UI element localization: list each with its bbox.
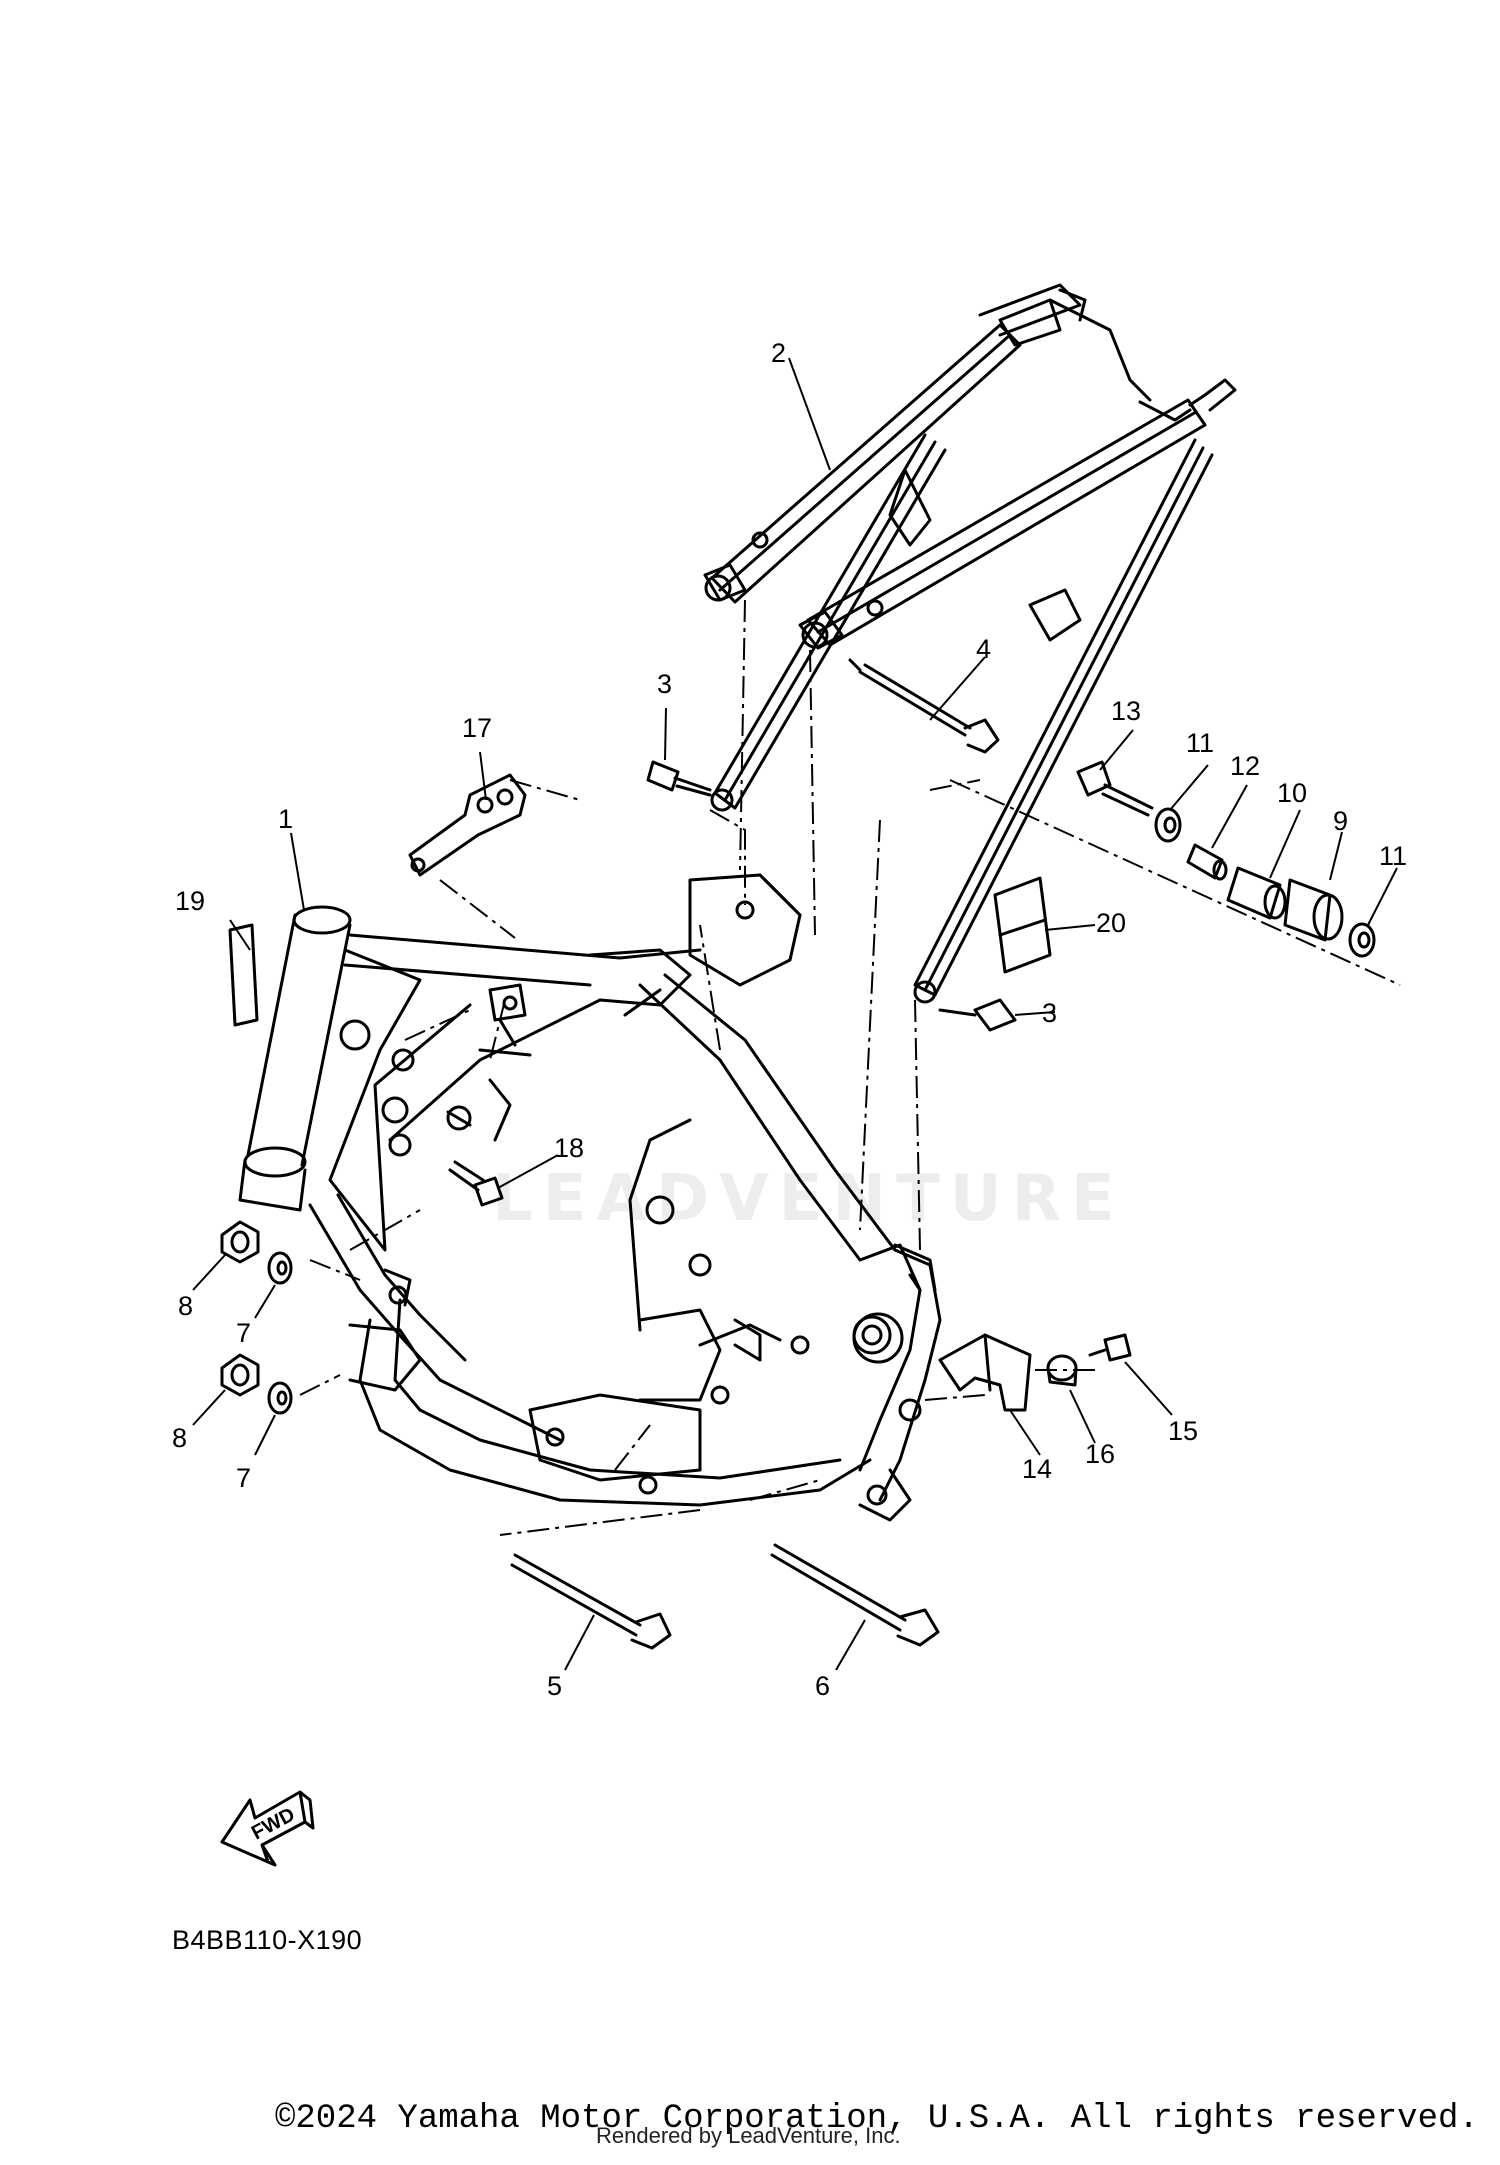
part-12-collar bbox=[1186, 843, 1228, 881]
fwd-arrow-icon: FWD bbox=[220, 1790, 315, 1867]
callout-5: 5 bbox=[547, 1671, 562, 1701]
callout-20: 20 bbox=[1096, 908, 1126, 938]
callout-7-lower: 7 bbox=[236, 1463, 251, 1493]
part-15-bolt bbox=[1088, 1333, 1132, 1362]
callout-1: 1 bbox=[278, 804, 293, 834]
callout-13: 13 bbox=[1111, 696, 1141, 726]
part-4-bolt bbox=[848, 658, 1000, 754]
part-17-bracket bbox=[408, 773, 527, 877]
part-6-bolt bbox=[770, 1543, 940, 1647]
rendered-by-credit: Rendered by LeadVenture, Inc. bbox=[596, 2123, 901, 2148]
part-18-bolt bbox=[448, 1160, 504, 1207]
callout-10: 10 bbox=[1277, 778, 1307, 808]
part-8-nut-lower bbox=[220, 1353, 260, 1397]
part-10-bushing bbox=[1226, 866, 1287, 920]
part-7-washer-upper bbox=[267, 1251, 293, 1285]
callout-18: 18 bbox=[554, 1133, 584, 1163]
callout-11-lower: 11 bbox=[1379, 841, 1407, 871]
callout-16: 16 bbox=[1085, 1439, 1115, 1469]
callout-19: 19 bbox=[175, 886, 205, 916]
callout-6: 6 bbox=[815, 1671, 830, 1701]
callout-8-lower: 8 bbox=[172, 1423, 187, 1453]
part-7-washer-lower bbox=[267, 1381, 293, 1415]
part-3-bolt-lower bbox=[938, 998, 1017, 1032]
callout-3-upper: 3 bbox=[657, 669, 672, 699]
callout-4: 4 bbox=[976, 634, 991, 664]
copyright-notice: ©2024 Yamaha Motor Corporation, U.S.A. A… bbox=[275, 2100, 1479, 2138]
callout-14: 14 bbox=[1022, 1454, 1052, 1484]
callout-9: 9 bbox=[1333, 806, 1348, 836]
callout-12: 12 bbox=[1230, 751, 1260, 781]
callout-17: 17 bbox=[462, 713, 492, 743]
part-11-washer-lower bbox=[1348, 922, 1376, 958]
callout-15: 15 bbox=[1168, 1416, 1198, 1446]
part-20-pad bbox=[993, 876, 1052, 974]
part-16-collar bbox=[1046, 1354, 1078, 1387]
part-3-bolt-upper bbox=[646, 760, 712, 797]
callout-2: 2 bbox=[771, 338, 786, 368]
part-5-bolt bbox=[510, 1553, 672, 1650]
part-11-washer-upper bbox=[1154, 807, 1182, 843]
callout-3-lower: 3 bbox=[1042, 998, 1057, 1028]
callout-7-upper: 7 bbox=[236, 1318, 251, 1348]
part-19-pad bbox=[228, 923, 259, 1027]
leadventure-watermark: LEADVENTURE bbox=[492, 1162, 1125, 1236]
callout-8-upper: 8 bbox=[178, 1291, 193, 1321]
part-code: B4BB110-X190 bbox=[172, 1925, 363, 1955]
callout-11-upper: 11 bbox=[1186, 728, 1214, 758]
part-13-bolt bbox=[1076, 760, 1154, 817]
part-8-nut-upper bbox=[220, 1220, 260, 1264]
part-14-cover bbox=[938, 1333, 1032, 1412]
main-frame bbox=[238, 873, 942, 1522]
rear-subframe bbox=[703, 283, 1237, 1004]
part-9-damper bbox=[1283, 878, 1344, 942]
